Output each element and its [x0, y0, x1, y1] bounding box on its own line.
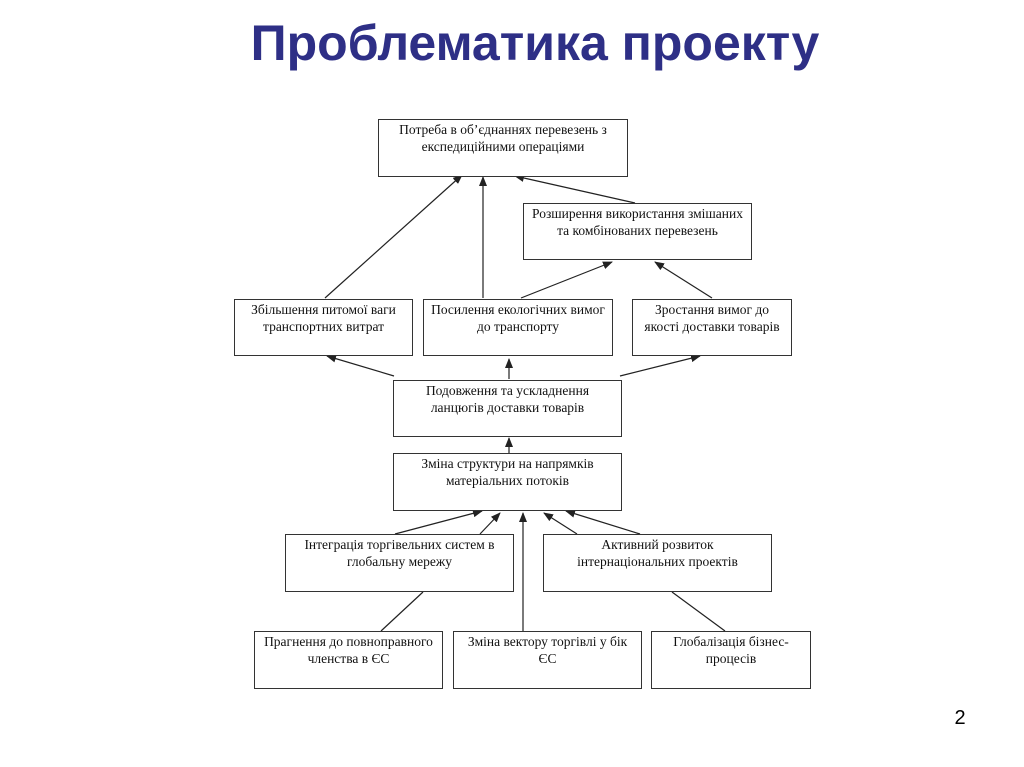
arrow-quality-to-mixed — [654, 261, 713, 299]
node-mixed-label: Розширення використання змішаних та комб… — [532, 206, 743, 238]
arrow-mixed-to-need — [514, 174, 636, 204]
line-globalization-to-projects — [671, 591, 726, 632]
node-chains-label: Подовження та ускладнення ланцюгів доста… — [425, 383, 590, 415]
node-eco: Посилення екологічних вимог до транспорт… — [423, 299, 613, 356]
arrow-chains-to-quality — [619, 354, 701, 377]
arrow-eco-to-mixed — [520, 261, 613, 299]
node-costs-label: Збільшення питомої ваги транспортних вит… — [251, 302, 396, 334]
node-globalization: Глобалізація бізнес-процесів — [651, 631, 811, 689]
node-chains: Подовження та ускладнення ланцюгів доста… — [393, 380, 622, 437]
node-projects: Активний розвиток інтернаціональних прое… — [543, 534, 772, 592]
node-vector: Зміна вектору торгівлі у бік ЄС — [453, 631, 642, 689]
arrow-integration2-to-flows — [479, 512, 501, 535]
node-costs: Збільшення питомої ваги транспортних вит… — [234, 299, 413, 356]
node-mixed: Розширення використання змішаних та комб… — [523, 203, 752, 260]
node-flows-label: Зміна структури на напрямків матеріальни… — [421, 456, 594, 488]
node-need: Потреба в об’єднаннях перевезень з експе… — [378, 119, 628, 177]
line-membership-to-integration — [380, 591, 424, 632]
node-need-label: Потреба в об’єднаннях перевезень з експе… — [399, 122, 607, 154]
arrow-projects2-to-flows — [565, 509, 641, 535]
node-globalization-label: Глобалізація бізнес-процесів — [673, 634, 789, 666]
node-integration-label: Інтеграція торгівельних систем в глобаль… — [304, 537, 495, 569]
node-eco-label: Посилення екологічних вимог до транспорт… — [431, 302, 605, 334]
node-membership-label: Прагнення до повноправного членства в ЄС — [264, 634, 433, 666]
node-projects-label: Активний розвиток інтернаціональних прое… — [577, 537, 738, 569]
arrow-projects-to-flows — [543, 512, 578, 535]
node-integration: Інтеграція торгівельних систем в глобаль… — [285, 534, 514, 592]
page-number: 2 — [954, 707, 966, 729]
slide-title: Проблематика проекту — [250, 15, 820, 71]
node-flows: Зміна структури на напрямків матеріальни… — [393, 453, 622, 511]
arrow-costs-to-need — [324, 174, 463, 299]
arrow-integration-to-flows — [394, 509, 483, 535]
arrow-chains-to-costs — [326, 354, 395, 377]
node-vector-label: Зміна вектору торгівлі у бік ЄС — [467, 634, 628, 666]
node-quality-label: Зростання вимог до якості доставки товар… — [644, 302, 780, 334]
node-quality: Зростання вимог до якості доставки товар… — [632, 299, 792, 356]
node-membership: Прагнення до повноправного членства в ЄС — [254, 631, 443, 689]
